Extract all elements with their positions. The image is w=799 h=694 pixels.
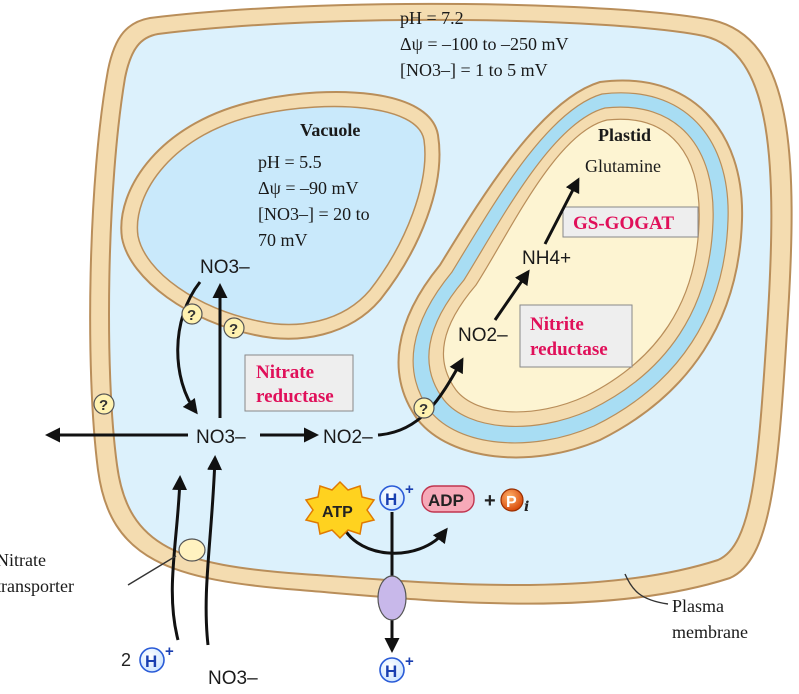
nitrate-transporter-label-2: transporter xyxy=(0,576,74,596)
gs-gogat-label: GS-GOGAT xyxy=(573,213,674,234)
proton-h: H xyxy=(145,652,157,671)
proton-charge: + xyxy=(165,643,174,660)
proton-h: H xyxy=(385,662,397,681)
question-mark-icon xyxy=(181,303,203,325)
plastid xyxy=(397,79,744,459)
proton-bottom: H + xyxy=(379,653,414,683)
adp-molecule: ADP + P i xyxy=(421,485,529,515)
atp-label: ATP xyxy=(322,504,353,521)
phosphate-p: P xyxy=(506,494,517,511)
plus-sign: + xyxy=(484,490,496,512)
nitrate-reductase-box xyxy=(244,354,354,412)
cytosol-conditions: pH = 7.2 Δψ = –100 to –250 mV [NO3–] = 1… xyxy=(400,8,569,80)
nitrate-transporter-label-1: Nitrate xyxy=(0,550,46,570)
vacuolar-nitrate-label: NO3– xyxy=(200,257,250,278)
vacuole-ph: pH = 5.5 xyxy=(258,152,322,172)
external-nitrate-label: NO3– xyxy=(208,668,258,689)
nitrate-transporter-icon xyxy=(178,538,206,562)
ammonium-to-glutamine-arrow xyxy=(543,177,580,245)
question-mark-text: ? xyxy=(229,321,238,338)
nitrate-symport-arrow xyxy=(204,455,223,646)
vacuole-conditions: Vacuole pH = 5.5 Δψ = –90 mV [NO3–] = 20… xyxy=(258,120,370,250)
adp-label: ADP xyxy=(428,491,464,510)
nitrite-to-ammonium-arrow xyxy=(493,269,530,321)
proton-h: H xyxy=(385,490,397,509)
proton-icon xyxy=(379,657,405,683)
cytosolic-nitrate-label: NO3– xyxy=(196,427,246,448)
cytosolic-nitrite-label: NO2– xyxy=(323,427,373,448)
stoichiometry-two: 2 xyxy=(121,650,131,670)
proton-icon xyxy=(379,485,405,511)
nitrate-reductase-label-2: reductase xyxy=(256,386,334,407)
plasma-membrane-label-2: membrane xyxy=(672,622,748,642)
proton-charge: + xyxy=(405,481,414,498)
vacuole-nitrate-conc-1: [NO3–] = 20 to xyxy=(258,204,370,224)
transporter-leader-line xyxy=(127,555,177,586)
nitrate-reductase-label-1: Nitrate xyxy=(256,362,314,383)
atp-burst-icon xyxy=(304,480,376,540)
gs-gogat-box xyxy=(562,206,699,238)
question-mark-icon xyxy=(93,393,115,415)
vacuole xyxy=(120,90,441,340)
pathway-arrows xyxy=(45,177,580,653)
proton-pump-icon xyxy=(377,575,407,621)
unknown-transporters: ? ? ? ? xyxy=(93,303,435,419)
cytosol-nitrate-conc: [NO3–] = 1 to 5 mV xyxy=(400,60,548,80)
question-mark-text: ? xyxy=(419,401,428,418)
vacuole-nitrate-conc-2: 70 mV xyxy=(258,230,308,250)
plastid-nitrite-label: NO2– xyxy=(458,325,508,346)
plasma-membrane-label-1: Plasma xyxy=(672,596,724,616)
vacuole-release-arrow xyxy=(176,281,202,415)
question-mark-icon xyxy=(223,317,245,339)
question-mark-text: ? xyxy=(99,397,108,414)
vacuole-interior xyxy=(136,105,426,326)
vacuole-membrane-potential: Δψ = –90 mV xyxy=(258,178,359,198)
atp-molecule: ATP xyxy=(304,480,376,540)
question-mark-icon xyxy=(413,397,435,419)
nitrite-reductase-label-1: Nitrite xyxy=(530,314,584,335)
proton-symport-arrow xyxy=(170,475,188,641)
question-mark-text: ? xyxy=(187,307,196,324)
vacuole-title: Vacuole xyxy=(300,120,360,140)
ammonium-label: NH4+ xyxy=(522,248,571,269)
adp-oval xyxy=(421,485,475,513)
proton-charge: + xyxy=(405,653,414,670)
external-labels: Nitrate transporter Plasma membrane xyxy=(0,550,748,642)
proton-icon xyxy=(139,647,165,673)
plastid-stroma xyxy=(442,118,700,413)
phosphate-icon xyxy=(500,488,524,512)
nitrite-reductase-box xyxy=(519,304,633,368)
plastid-contents: Plastid Glutamine GS-GOGAT NH4+ NO2– Nit… xyxy=(458,125,699,368)
nitrite-reductase-label-2: reductase xyxy=(530,339,608,360)
phosphate-i: i xyxy=(524,499,529,515)
cytosol-ph: pH = 7.2 xyxy=(400,8,464,28)
glutamine-label: Glutamine xyxy=(585,156,661,176)
plastid-title: Plastid xyxy=(598,125,651,145)
membrane-leader-line xyxy=(624,573,669,605)
proton-top: H + xyxy=(379,481,414,511)
nitrate-reductase: Nitrate reductase xyxy=(244,354,354,412)
proton-pair: 2 H + xyxy=(121,643,174,673)
cytosol-membrane-potential: Δψ = –100 to –250 mV xyxy=(400,34,569,54)
